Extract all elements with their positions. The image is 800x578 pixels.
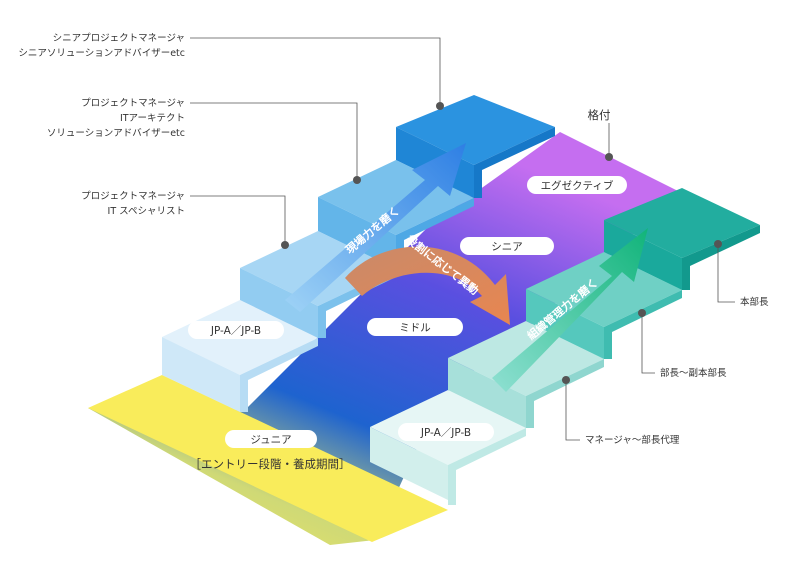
architect-annotation-line2: ITアーキテクト [120,113,185,124]
right-jp-pill-label: JP-A／JP-B [420,427,471,439]
junior-caption: ［エントリー段階・養成期間］ [190,457,351,471]
senior-annotation-line1: シニアプロジェクトマネージャ [53,33,185,44]
division-head-annotation: 本部長 [740,296,769,308]
left-jp-pill-label: JP-A／JP-B [210,325,261,337]
manager-annotation: マネージャ～部長代理 [585,434,680,446]
junior-pill [225,430,317,448]
green-growth-arrow [492,228,648,392]
dept-head-annotation: 部長～副本部長 [660,367,727,379]
right-jp-pill [398,423,494,441]
executive-pill [527,176,627,194]
blue-growth-arrow [285,143,466,312]
architect-annotation-line1: プロジェクトマネージャ [81,98,185,109]
senior-pill [460,237,554,255]
junior-floor [88,375,448,542]
senior-pill-label: シニア [491,241,523,253]
left-jp-pill [188,321,284,339]
executive-pill-label: エグゼクティブ [541,179,614,192]
architect-annotation-line3: ソリューションアドバイザーetc [47,128,185,139]
middle-pill-label: ミドル [399,322,431,334]
rank-label: 格付 [588,108,611,122]
middle-pill [367,318,463,336]
transfer-curved-arrow [345,246,510,325]
specialist-annotation-line2: IT スペシャリスト [108,206,185,217]
junior-pill-label: ジュニア [250,434,291,446]
leader-dots [281,102,722,384]
senior-annotation-line2: シニアソリューションアドバイザーetc [18,48,185,59]
leader-lines [190,37,735,441]
specialist-annotation-line1: プロジェクトマネージャ [81,191,185,202]
